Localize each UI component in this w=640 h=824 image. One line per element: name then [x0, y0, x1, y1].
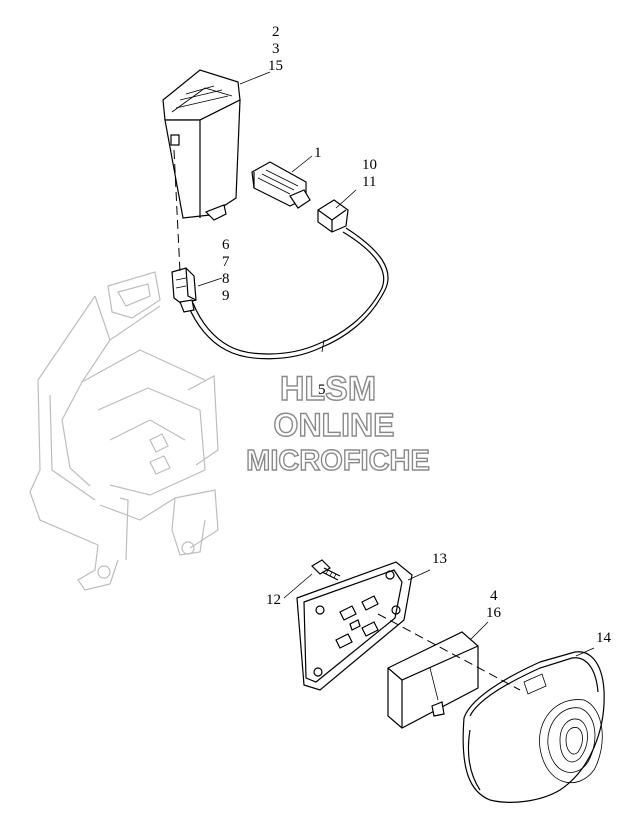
cover-14: [462, 651, 605, 803]
assembly-line-siren: [173, 149, 181, 273]
callout-15: 15: [268, 58, 283, 74]
assembly-line-plate: [377, 613, 521, 691]
watermark-line-1: HLSM: [280, 370, 376, 408]
callout-1: 1: [314, 145, 322, 161]
watermark: HLSM ONLINE MICROFICHE: [245, 369, 430, 477]
mounting-plate-13: [296, 561, 413, 691]
callout-2: 2: [272, 24, 280, 40]
callout-9: 9: [222, 288, 230, 304]
watermark-line-2: ONLINE: [274, 407, 395, 443]
screw-12: [311, 559, 341, 581]
callout-7: 7: [222, 254, 230, 270]
callout-11: 11: [362, 174, 376, 190]
callout-13: 13: [432, 551, 447, 567]
siren-module: [162, 69, 241, 221]
connector-10-11: [317, 199, 349, 233]
wire-harness-5: [187, 227, 389, 360]
siren-body-4-16: [387, 631, 479, 729]
callout-5: 5: [318, 382, 326, 398]
callout-14: 14: [596, 630, 612, 646]
callout-16: 16: [486, 605, 502, 621]
connector-1: [251, 161, 311, 209]
callouts: 2 3 15 1 10 11 6 7 8 9 5 13 12 4 16 14: [222, 24, 612, 646]
connector-6-9: [171, 267, 197, 313]
callout-6: 6: [222, 237, 230, 253]
callout-10: 10: [362, 157, 377, 173]
mounting-frame-ghost: [29, 271, 219, 591]
callout-3: 3: [272, 41, 280, 57]
callout-8: 8: [222, 271, 230, 287]
watermark-line-3: MICROFICHE: [246, 445, 430, 477]
leader-lines: [197, 71, 595, 657]
callout-4: 4: [490, 588, 498, 604]
callout-12: 12: [266, 592, 281, 608]
